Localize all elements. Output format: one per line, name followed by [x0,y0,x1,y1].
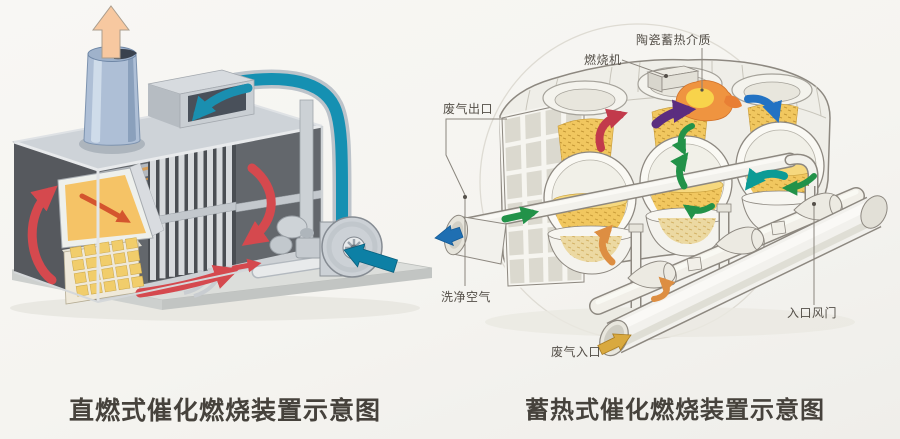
inlet-duct-box [147,69,255,129]
label-clean-air: 洗净空气 [441,289,491,304]
label-inlet-damper: 入口风门 [787,305,837,320]
label-ceramic-media: 陶瓷蓄热介质 [636,32,711,47]
combustion-chamber-box [12,98,324,305]
outlet-manifold-pipe [458,152,819,233]
combustion-devices-illustration: 废气出口 洗净空气 燃烧机 陶瓷蓄热介质 入口风门 废气入口 [10,5,888,359]
direct-combustion-device [10,5,433,321]
regenerative-combustion-device: 废气出口 洗净空气 燃烧机 陶瓷蓄热介质 入口风门 废气入口 [434,23,888,359]
catalyst-panel [57,162,165,249]
regenerative-flow-arrows [593,94,817,302]
manifold-flow-arrow [501,206,540,225]
exhaust-stack [79,5,145,154]
small-red-arrow [231,258,262,273]
label-exhaust-inlet: 废气入口 [551,344,601,359]
exhaust-outlet-leader [445,118,507,286]
burner-leader [621,59,665,76]
blower-inlet-arrow [343,243,399,273]
annotation-labels: 废气出口 洗净空气 燃烧机 陶瓷蓄热介质 入口风门 废气入口 [441,32,837,359]
stack-outlet-arrow [92,5,130,59]
ground-shadow [10,295,420,321]
right-figure-caption: 蓄热式催化燃烧装置示意图 [525,397,825,424]
waste-gas-inlet-arrow [597,333,632,356]
burner-grid [62,237,145,305]
label-burner: 燃烧机 [584,52,622,67]
waste-gas-inlet-pipe [597,195,888,357]
duct-inflow-arrow [191,83,253,122]
clean-air-outlet-cylinder [434,214,507,265]
clean-air-arrow [434,224,464,247]
label-exhaust-outlet: 废气出口 [443,101,493,116]
left-figure-caption: 直燃式催化燃烧装置示意图 [68,397,381,425]
recirculation-duct [226,69,352,232]
catalyst-flow-arrow [79,193,131,223]
blower-fan [319,216,399,278]
